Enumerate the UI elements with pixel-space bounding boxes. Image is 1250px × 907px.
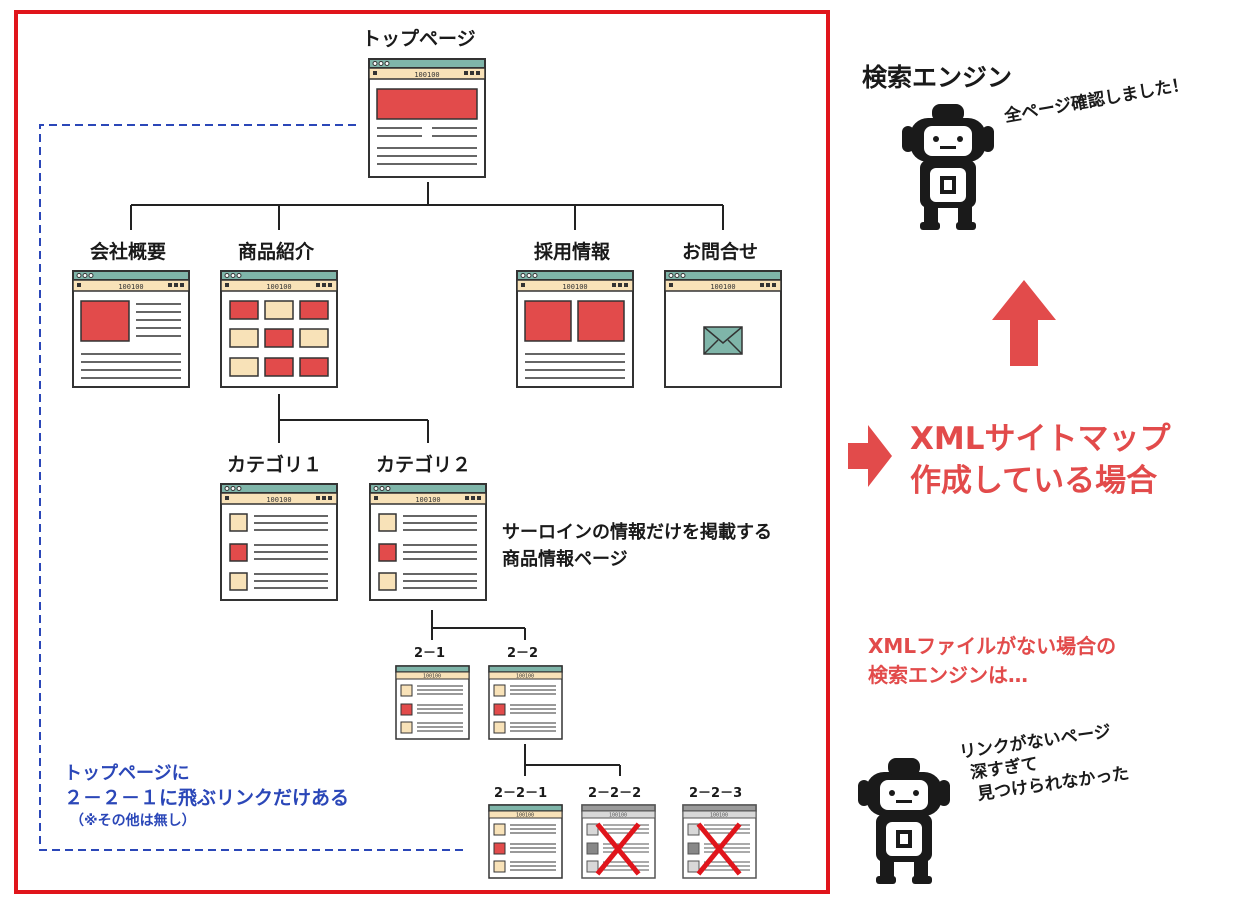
search-engine-title: 検索エンジン xyxy=(862,63,1013,92)
page-top: 100100 xyxy=(368,58,486,178)
page-2-2-1: 100100 xyxy=(488,804,563,879)
page-2-2-2-not-found: 100100 xyxy=(581,804,656,879)
svg-text:100100: 100100 xyxy=(710,283,735,291)
envelope-icon xyxy=(703,326,743,355)
svg-text:100100: 100100 xyxy=(516,813,534,819)
xml-line1: XMLサイトマップ xyxy=(910,421,1171,457)
note-line2: ２－２－１に飛ぶリンクだけある xyxy=(64,787,350,809)
page-contact: 100100 xyxy=(664,270,782,388)
label-2-2-1: 2－2－1 xyxy=(494,786,548,801)
page-products: 100100 xyxy=(220,270,338,388)
label-products: 商品紹介 xyxy=(238,241,315,263)
xml-line2: 作成している場合 xyxy=(910,463,1158,499)
svg-text:100100: 100100 xyxy=(562,283,587,291)
cross-mark-icon xyxy=(696,822,742,876)
arrow-right-icon xyxy=(848,425,892,487)
label-2-2-3: 2－2－3 xyxy=(689,786,743,801)
cross-mark-icon xyxy=(595,822,641,876)
no-xml-heading: XMLファイルがない場合の 検索エンジンは… xyxy=(868,632,1116,690)
svg-text:100100: 100100 xyxy=(266,496,291,504)
svg-text:100100: 100100 xyxy=(266,283,291,291)
xml-sitemap-heading: XMLサイトマップ 作成している場合 xyxy=(910,418,1171,502)
page-category2: 100100 xyxy=(369,483,487,601)
svg-text:100100: 100100 xyxy=(423,674,441,680)
page-category1: 100100 xyxy=(220,483,338,601)
note-line1: トップページに xyxy=(64,763,190,784)
product-description: サーロインの情報だけを掲載する 商品情報ページ xyxy=(502,519,772,573)
label-contact: お問合せ xyxy=(682,241,759,263)
label-2-2-2: 2－2－2 xyxy=(588,786,642,801)
page-2-1: 100100 xyxy=(395,665,470,740)
product-desc-line2: 商品情報ページ xyxy=(502,549,628,570)
page-2-2: 100100 xyxy=(488,665,563,740)
svg-text:100100: 100100 xyxy=(609,813,627,819)
page-recruit: 100100 xyxy=(516,270,634,388)
no-xml-line2: 検索エンジンは… xyxy=(868,663,1028,687)
label-2-1: 2－1 xyxy=(414,646,446,661)
arrow-up-icon xyxy=(992,280,1056,366)
link-note: トップページに ２－２－１に飛ぶリンクだけある （※その他は無し） xyxy=(64,762,349,830)
label-recruit: 採用情報 xyxy=(534,241,611,263)
robot-happy-icon xyxy=(902,104,994,230)
page-2-2-3-not-found: 100100 xyxy=(682,804,757,879)
label-2-2: 2－2 xyxy=(507,646,539,661)
note-line3: （※その他は無し） xyxy=(70,813,196,829)
svg-text:100100: 100100 xyxy=(414,71,439,79)
no-xml-line1: XMLファイルがない場合の xyxy=(868,634,1117,658)
svg-text:100100: 100100 xyxy=(415,496,440,504)
sitemap-frame xyxy=(14,10,830,894)
label-category1: カテゴリ１ xyxy=(227,454,323,476)
svg-text:100100: 100100 xyxy=(118,283,143,291)
page-company: 100100 xyxy=(72,270,190,388)
label-top-page: トップページ xyxy=(362,28,476,50)
product-desc-line1: サーロインの情報だけを掲載する xyxy=(502,522,772,543)
label-category2: カテゴリ２ xyxy=(376,454,472,476)
svg-text:100100: 100100 xyxy=(516,674,534,680)
svg-text:100100: 100100 xyxy=(710,813,728,819)
robot-confused-icon xyxy=(858,758,950,884)
label-company: 会社概要 xyxy=(90,241,167,263)
